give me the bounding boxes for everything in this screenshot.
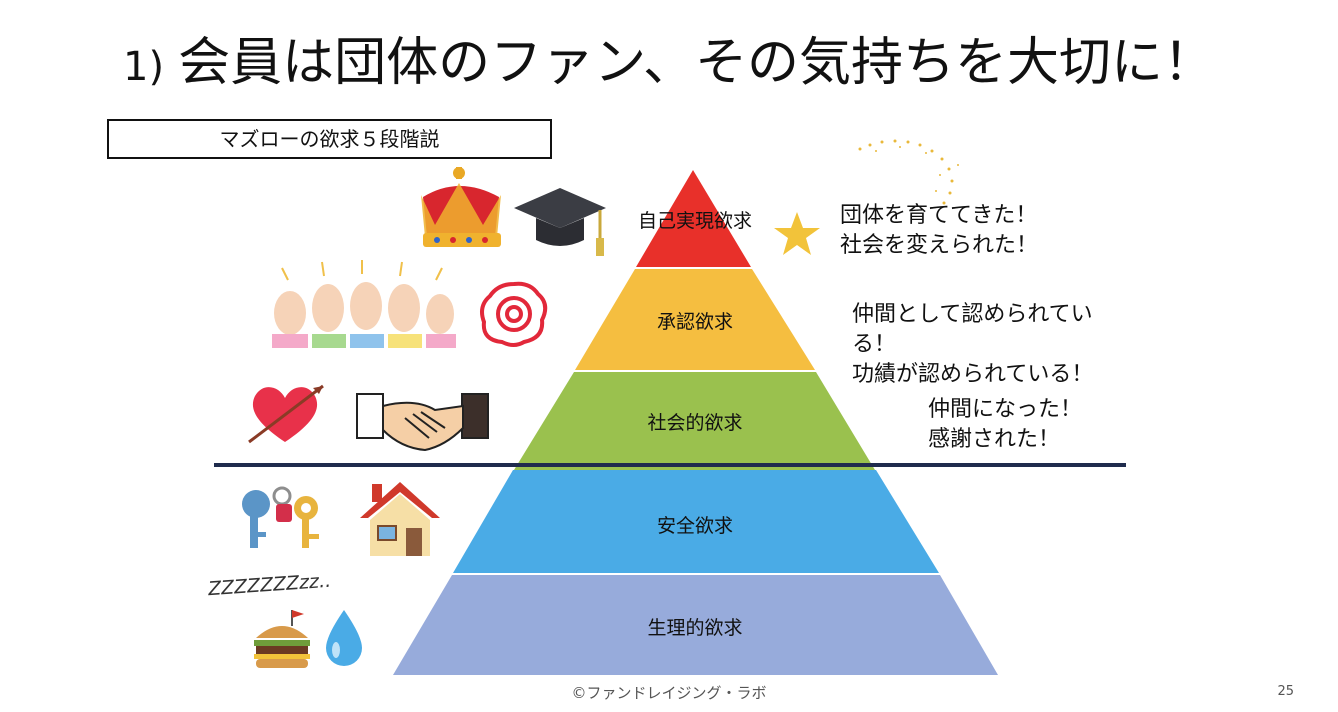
note-line: 団体を育ててきた！ (840, 203, 1038, 228)
house-icon (360, 482, 440, 556)
level-label-social: 社会的欲求 (647, 412, 743, 434)
note-line: る！ (852, 332, 897, 357)
crown-icon (421, 167, 501, 247)
star-icon (774, 212, 820, 255)
level-label-self-actualization: 自己実現欲求 (637, 210, 752, 232)
note-social: 仲間になった！ 感謝された！ (928, 395, 1082, 455)
pyramid-level-5 (393, 575, 998, 675)
keys-icon (242, 486, 319, 548)
level-label-physiological: 生理的欲求 (647, 617, 743, 639)
hamburger-icon (254, 610, 310, 668)
note-line: 社会を変えられた！ (840, 233, 1039, 258)
title-number: 1) (123, 44, 165, 90)
rose-icon (480, 281, 548, 347)
divider-line (214, 463, 1126, 467)
note-self-actualization: 団体を育ててきた！ 社会を変えられた！ (840, 201, 1038, 261)
graduation-cap-icon (514, 188, 606, 256)
note-line: 功績が認められている！ (852, 362, 1094, 387)
heart-arrow-icon (248, 384, 324, 444)
clapping-hands-icon (272, 260, 456, 348)
title-text: 会員は団体のファン、その気持ちを大切に！ (178, 33, 1215, 93)
pyramid-level-1 (636, 170, 751, 267)
page-number: 25 (1277, 684, 1294, 699)
water-drop-icon (326, 610, 362, 666)
handshake-icon (356, 393, 489, 452)
level-label-esteem: 承認欲求 (656, 311, 733, 333)
level-label-safety: 安全欲求 (656, 515, 733, 537)
pyramid-level-2 (575, 269, 815, 370)
note-esteem: 仲間として認められてい る！ 功績が認められている！ (852, 300, 1093, 390)
subtitle-box: マズローの欲求５段階説 (107, 119, 552, 159)
footer-copyright: ©ファンドレイジング・ラボ (571, 684, 767, 702)
note-line: 感謝された！ (928, 427, 1061, 452)
slide-title: 1) 会員は団体のファン、その気持ちを大切に！ (0, 28, 1338, 102)
note-line: 仲間として認められてい (852, 302, 1093, 327)
sparkle-trail-icon (858, 139, 959, 205)
pyramid-level-3 (514, 372, 875, 470)
pyramid-level-4 (453, 470, 939, 573)
note-line: 仲間になった！ (928, 397, 1083, 422)
